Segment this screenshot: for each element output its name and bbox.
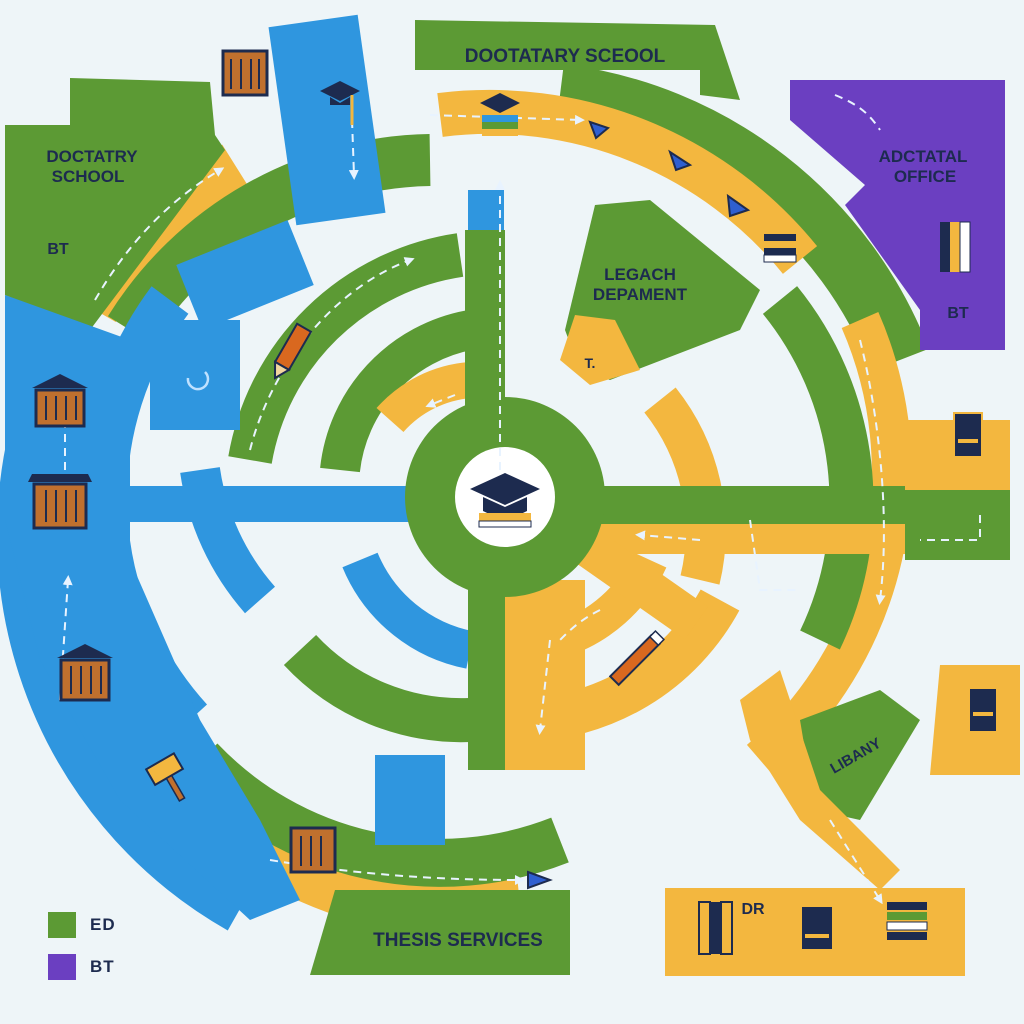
pencil-icon bbox=[608, 629, 666, 687]
top-school-label: DOOTATARY SCEOOL bbox=[465, 46, 666, 67]
graduation-cap-icon bbox=[470, 473, 540, 528]
left-school-code: BT bbox=[47, 241, 69, 258]
books-icon bbox=[480, 93, 520, 136]
office-block: ADCTATAL OFFICE BT bbox=[790, 80, 1005, 350]
middle-ring-green-right bbox=[762, 286, 874, 650]
legal-mark: T. bbox=[585, 355, 596, 371]
inner-ring-yellow-2 bbox=[376, 362, 473, 433]
middle-ring-green-top bbox=[107, 134, 431, 344]
archive-box-icon bbox=[32, 374, 88, 428]
left-school-label-line1: DOCTATRY bbox=[46, 147, 138, 166]
archive-box-icon bbox=[28, 474, 92, 530]
yellow-path-dr bbox=[740, 670, 900, 890]
books-icon bbox=[698, 901, 733, 955]
arrow-icon bbox=[527, 120, 751, 890]
middle-ring bbox=[81, 89, 874, 887]
archive-box-icon bbox=[289, 826, 337, 874]
gavel-icon bbox=[144, 751, 186, 802]
thesis-services-block: THESIS SERVICES bbox=[310, 890, 570, 975]
dr-label: DR bbox=[741, 901, 765, 918]
refresh-icon bbox=[186, 371, 210, 391]
inner-ring-blue-2 bbox=[342, 552, 475, 669]
books-icon bbox=[886, 902, 928, 950]
legend-label: BT bbox=[90, 957, 115, 976]
legend: ED BT bbox=[48, 912, 168, 982]
inner-ring-green-3 bbox=[320, 310, 475, 473]
inner-ring-yellow-4 bbox=[644, 387, 726, 585]
right-green-block bbox=[905, 490, 1010, 560]
office-label-line2: OFFICE bbox=[894, 167, 956, 186]
thesis-label: THESIS SERVICES bbox=[373, 930, 543, 951]
legal-label-line2: DEPAMENT bbox=[593, 285, 688, 304]
outer-ring-green-topright bbox=[556, 64, 929, 372]
left-blue-column bbox=[5, 295, 300, 920]
left-school-block: DOCTATRY SCHOOL BT bbox=[5, 78, 225, 330]
inner-ring-green-2 bbox=[283, 634, 471, 743]
legal-department-block: LEGACH DEPAMENT T. bbox=[560, 200, 760, 385]
blue-block-top-left bbox=[176, 220, 314, 330]
spoke-yellow-se bbox=[562, 520, 708, 640]
pencil-icon bbox=[273, 322, 313, 380]
office-code: BT bbox=[947, 305, 969, 322]
outer-ring-yellow-right bbox=[746, 311, 912, 776]
blue-block-bottom bbox=[375, 755, 445, 845]
top-school-block: DOOTATARY SCEOOL bbox=[415, 20, 740, 100]
inner-ring-blue-1 bbox=[180, 466, 276, 614]
spoke-green-south bbox=[468, 580, 508, 770]
library-block: LIBANY bbox=[800, 690, 920, 820]
books-icon bbox=[953, 412, 983, 458]
books-icon bbox=[800, 905, 834, 951]
spoke-blue-west bbox=[100, 486, 410, 522]
spoke-yellow-south bbox=[505, 580, 585, 770]
middle-ring-yellow-top bbox=[437, 89, 818, 274]
legal-label-line1: LEGACH bbox=[604, 265, 676, 284]
left-school-label-line2: SCHOOL bbox=[52, 167, 125, 186]
archive-box-icon bbox=[221, 49, 269, 97]
blue-block-mid-left bbox=[150, 320, 240, 430]
archive-box-icon bbox=[57, 644, 113, 702]
legend-label: ED bbox=[90, 915, 116, 934]
office-label-line1: ADCTATAL bbox=[879, 147, 968, 166]
purple-swatch-icon bbox=[48, 954, 76, 980]
legend-item-bt: BT bbox=[48, 954, 115, 980]
books-icon bbox=[940, 221, 971, 273]
books-icon bbox=[968, 687, 998, 733]
books-icon bbox=[763, 234, 797, 263]
right-blocks bbox=[905, 420, 1020, 775]
green-swatch-icon bbox=[48, 912, 76, 938]
legend-item-ed: ED bbox=[48, 912, 116, 938]
graduation-cap-icon bbox=[320, 81, 360, 125]
